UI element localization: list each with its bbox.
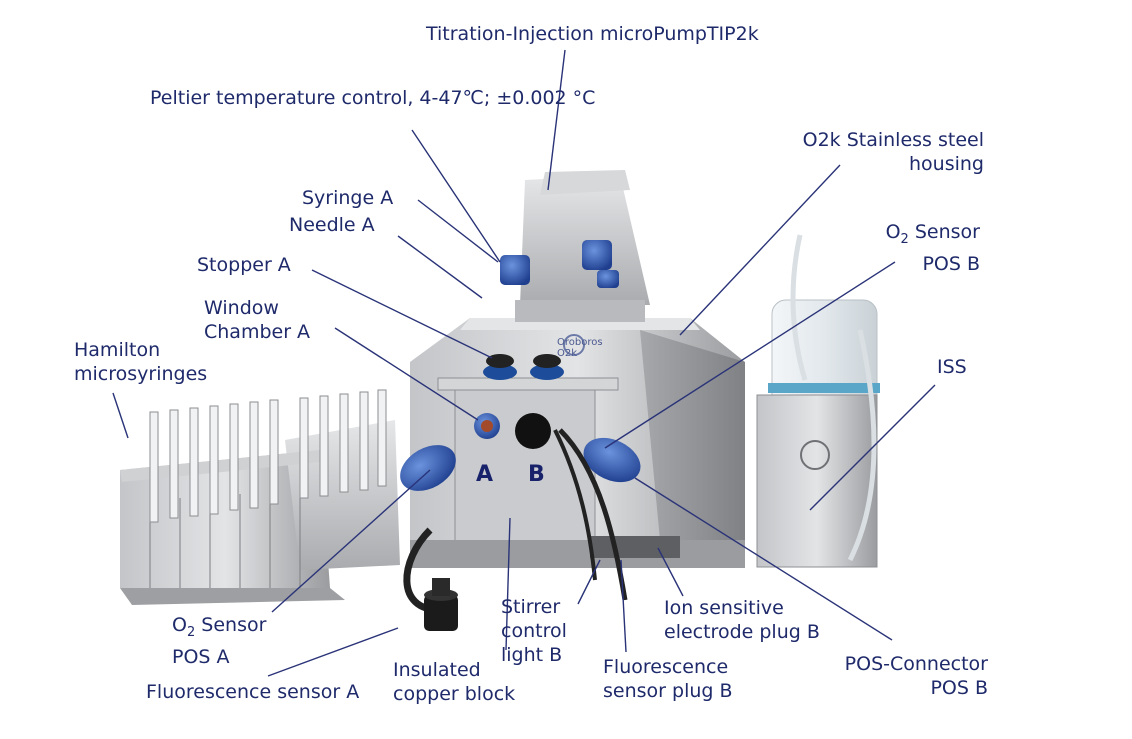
pos-conn-line2: POS B (930, 677, 988, 699)
label-hamilton-microsyringes: Hamilton microsyringes (74, 338, 207, 386)
label-stirrer-control-light-b: Stirrer control light B (501, 595, 567, 667)
chamber-b-marker: B (528, 462, 545, 487)
chamber-a-marker: A (476, 462, 494, 487)
o2b-sub: 2 (900, 231, 909, 247)
hamilton-syringe-rack (120, 389, 400, 605)
leader-stirrer (577, 559, 601, 605)
stirrer-line3: light B (501, 644, 563, 666)
label-titration-micropump: Titration-Injection microPumpTIP2k (426, 23, 759, 45)
label-fluorescence-sensor-a: Fluorescence sensor A (146, 681, 360, 703)
o2a-sub: 2 (186, 624, 196, 640)
label-stopper-a: Stopper A (197, 254, 291, 276)
iss-unit (756, 234, 880, 568)
brand-name: Oroboros (557, 337, 603, 348)
label-o2-sensor-a: O2 Sensor POS A (172, 613, 266, 669)
titration-injection-micropump (500, 170, 650, 322)
leader-o2-sensor-b (604, 261, 896, 449)
leader-insulated (505, 517, 511, 651)
label-fluorescence-sensor-plug-b: Fluorescence sensor plug B (603, 655, 733, 703)
label-window-chamber-a: Window Chamber A (204, 296, 310, 344)
o2a-o: O (172, 614, 187, 636)
o2a-pos: POS A (172, 645, 230, 668)
leader-ion (657, 547, 684, 597)
stirrer-line1: Stirrer (501, 596, 561, 618)
label-syringe-a: Syringe A (302, 187, 394, 209)
leader-lines (112, 49, 936, 677)
label-pos-connector-b: POS-Connector POS B (800, 652, 988, 700)
leader-titration (547, 49, 566, 191)
leader-housing (679, 164, 841, 336)
pos-connectors (400, 428, 641, 614)
leader-iss (809, 384, 936, 511)
leader-syringe-a (417, 199, 499, 263)
o2b-sensor: Sensor (908, 221, 980, 243)
ion-line2: electrode plug B (664, 621, 820, 643)
insulated-line2: copper block (393, 683, 516, 705)
leader-stopper-a (311, 269, 493, 359)
label-peltier-temperature: Peltier temperature control, 4-47℃; ±0.0… (150, 87, 596, 109)
window-line1: Window (204, 297, 279, 319)
leader-window (334, 327, 479, 421)
window-line2: Chamber A (204, 321, 311, 343)
o2a-sensor: Sensor (195, 614, 267, 636)
fluor-plug-line1: Fluorescence (603, 656, 729, 678)
leader-fluor-a (267, 627, 399, 677)
pos-conn-line1: POS-Connector (844, 653, 988, 675)
label-housing: O2k Stainless steel housing (760, 128, 984, 176)
fluorescence-sensor-a (424, 578, 458, 631)
o2b-pos: POS B (922, 252, 980, 275)
hamilton-line1: Hamilton (74, 339, 161, 361)
label-iss: ISS (937, 356, 967, 378)
label-housing-line2: housing (909, 153, 984, 175)
stirrer-line2: control (501, 620, 567, 642)
label-ion-sensitive-plug-b: Ion sensitive electrode plug B (664, 596, 820, 644)
leader-fluor-plug (620, 559, 627, 653)
label-insulated-copper-block: Insulated copper block (393, 658, 515, 706)
leader-pos-connector (634, 477, 893, 641)
brand-model: O2k (557, 348, 578, 359)
o2b-o: O (885, 221, 901, 243)
insulated-line1: Insulated (393, 659, 481, 681)
leader-hamilton (112, 392, 129, 439)
leader-o2-sensor-a (271, 469, 431, 613)
label-housing-line1: O2k Stainless steel (802, 129, 984, 151)
label-o2-sensor-b: O2 Sensor POS B (820, 220, 980, 276)
leader-needle-a (397, 235, 483, 299)
label-needle-a: Needle A (289, 214, 375, 236)
ion-line1: Ion sensitive (664, 597, 784, 619)
hamilton-line2: microsyringes (74, 363, 208, 385)
brand-logo-text: Oroboros O2k (557, 337, 603, 359)
fluor-plug-line2: sensor plug B (603, 680, 733, 702)
leader-peltier (411, 129, 501, 263)
